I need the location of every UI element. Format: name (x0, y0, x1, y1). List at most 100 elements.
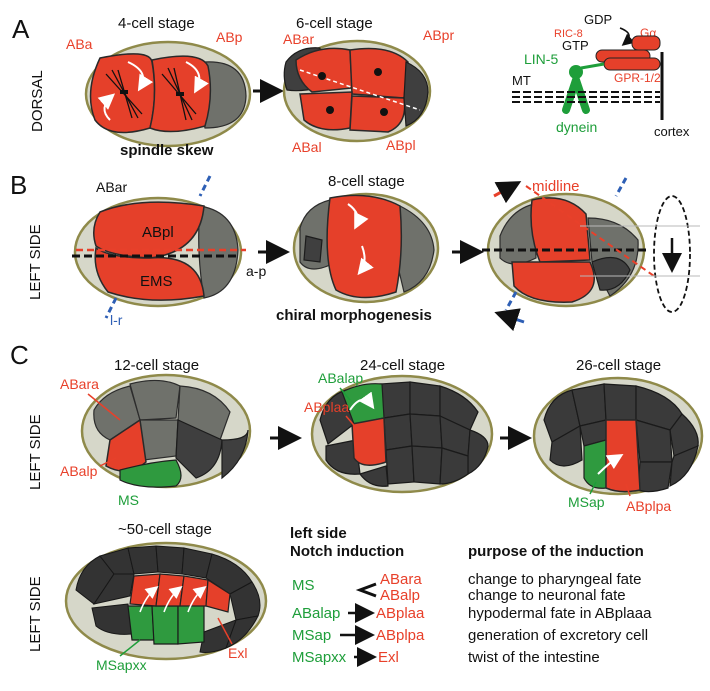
caption-spindle-skew: spindle skew (120, 142, 214, 159)
label-abal: ABal (292, 139, 322, 155)
row-3-signal: ABalap (292, 605, 340, 622)
stage-26: 26-cell stage (576, 357, 661, 374)
label-abpl: ABpl (386, 137, 416, 153)
panel-b-letter: B (10, 170, 27, 200)
panel-a-letter: A (12, 14, 30, 44)
embryo-4-cell (84, 40, 252, 148)
label-aba: ABa (66, 36, 93, 52)
row-5-signal: MSapxx (292, 649, 347, 666)
embryo-8-cell (292, 192, 440, 304)
stage-24: 24-cell stage (360, 357, 445, 374)
gpr-protein (603, 57, 661, 71)
row-2-target: ABalp (380, 587, 420, 604)
embryo-26-cell (532, 376, 704, 496)
label-abar-b: ABar (96, 179, 127, 195)
notch-induction-table: left side Notch induction purpose of the… (290, 525, 652, 667)
label-ms-12: MS (118, 492, 139, 508)
spindle-abp (161, 67, 197, 121)
label-abp: ABp (216, 29, 243, 45)
embryo-6-cell (282, 39, 432, 143)
panel-c-letter: C (10, 340, 29, 370)
label-dynein: dynein (556, 119, 597, 135)
label-msap-26: MSap (568, 494, 605, 510)
panel-a-stage-2: 6-cell stage (296, 15, 373, 32)
panel-c-side-label-2: LEFT SIDE (27, 576, 44, 652)
panel-c: C LEFT SIDE LEFT SIDE 12-cell stage ABar… (10, 340, 704, 673)
cell-8-red (326, 194, 403, 299)
row-2-purpose: change to neuronal fate (468, 587, 626, 604)
panel-a-side-label: DORSAL (29, 70, 46, 132)
row-4-purpose: generation of excretory cell (468, 627, 648, 644)
caption-chiral: chiral morphogenesis (276, 307, 432, 324)
spindle-skew-arrow (97, 93, 116, 121)
label-gdp: GDP (584, 12, 612, 27)
label-msapxx: MSapxx (96, 657, 147, 673)
row-4-target: ABplpa (376, 627, 425, 644)
cell-abplpa-26 (605, 419, 641, 493)
label-ric8: RIC-8 (554, 28, 583, 40)
row-4-signal: MSap (292, 627, 331, 644)
label-abara-12: ABara (60, 376, 99, 392)
cell-msap-26 (583, 439, 607, 489)
embryo-12-cell (80, 373, 252, 489)
cell-p2-b (198, 205, 239, 299)
msapxx-cells (127, 603, 205, 645)
label-lr: l-r (110, 312, 123, 328)
cell-ms-12 (119, 459, 182, 488)
label-ap: a-p (246, 263, 266, 279)
label-abplpa-26: ABplpa (626, 498, 671, 514)
stage-50: ~50-cell stage (118, 521, 212, 538)
lr-axis-top (198, 175, 212, 197)
label-midline: midline (532, 178, 580, 195)
molecular-model: GDP GTP RIC-8 Gα GPR-1/2 LIN-5 dynein MT… (512, 12, 690, 139)
label-abalap-24: ABalap (318, 370, 363, 386)
cell-p2 (403, 61, 429, 127)
cell-abar (295, 47, 353, 93)
spindle-aba (105, 69, 143, 119)
label-abplaa-24: ABplaa (304, 399, 349, 415)
label-abalp-12: ABalp (60, 463, 98, 479)
panel-a-stage-1: 4-cell stage (118, 15, 195, 32)
label-lin5: LIN-5 (524, 51, 558, 67)
row-1-signal: MS (292, 577, 315, 594)
lr-rotation-arrow (494, 308, 525, 332)
cell-ems-b (94, 246, 205, 301)
row-3-target: ABplaa (376, 605, 425, 622)
row-1-purpose: change to pharyngeal fate (468, 571, 641, 588)
label-mt: MT (512, 73, 531, 88)
panel-a: A DORSAL 4-cell stage 6-cell stage ABa A… (12, 12, 690, 159)
panel-b-side-label: LEFT SIDE (27, 224, 44, 300)
label-gpr: GPR-1/2 (614, 71, 661, 85)
label-gtp: GTP (562, 38, 589, 53)
embryo-4-cell-left (73, 196, 243, 308)
label-abar: ABar (283, 31, 314, 47)
stage-12: 12-cell stage (114, 357, 199, 374)
bifurcation-arrow (355, 582, 377, 598)
table-heading-1: left side (290, 525, 347, 542)
row-5-purpose: twist of the intestine (468, 649, 600, 666)
label-ems-b: EMS (140, 273, 173, 290)
midline-arrow (493, 181, 522, 204)
lr-axis-bottom (104, 297, 118, 319)
spindle-skew-arrow (127, 61, 154, 92)
label-exl: Exl (228, 645, 247, 661)
panel-b: B LEFT SIDE ABar ABpl EMS a-p l-r 8-cell… (10, 170, 700, 332)
label-abpl-b: ABpl (142, 224, 174, 241)
table-heading-3: purpose of the induction (468, 543, 644, 560)
row-1-target: ABara (380, 571, 422, 588)
dynein-protein (562, 67, 590, 114)
label-cortex: cortex (654, 124, 690, 139)
embryo-50-cell (64, 541, 268, 661)
row-5-target: Exl (378, 649, 399, 666)
label-abpr: ABpr (423, 27, 454, 43)
row-3-purpose: hypodermal fate in ABplaaa (468, 605, 652, 622)
midline-axis (525, 185, 655, 277)
table-heading-2: Notch induction (290, 543, 404, 560)
rotation-ellipse (653, 195, 691, 313)
spindle-skew-arrow (185, 61, 209, 94)
panel-b-stage: 8-cell stage (328, 173, 405, 190)
microtubules (512, 91, 660, 103)
embryo-24-cell (310, 374, 494, 494)
cell-abplaa-24 (351, 417, 387, 466)
